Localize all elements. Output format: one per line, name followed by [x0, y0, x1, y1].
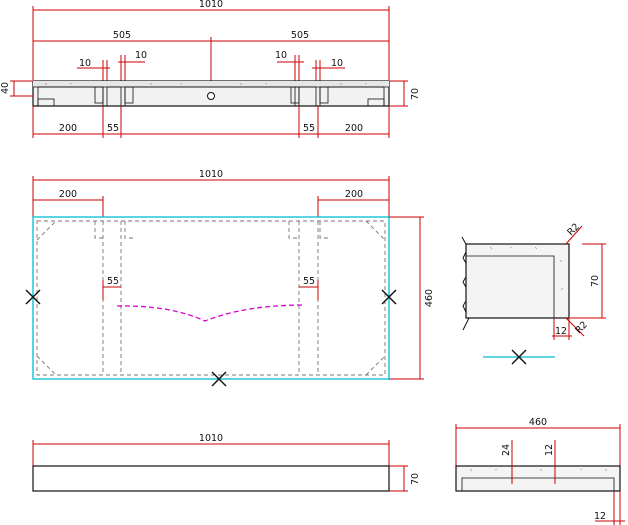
- slab-outline: [32, 216, 390, 380]
- hidden-chamfer: [365, 220, 386, 241]
- side-hatch: [469, 468, 608, 472]
- hidden-chamfer: [36, 355, 57, 376]
- hidden-notch: [319, 221, 328, 239]
- lip-right: [367, 98, 385, 107]
- dim-bottom-left-55: 55: [107, 123, 119, 134]
- dim-side-width: 460: [529, 417, 547, 428]
- dim-depth: 460: [424, 289, 435, 307]
- anchor-marker-right: [381, 289, 397, 305]
- edge-detail: R2 R2 70 12: [461, 221, 606, 365]
- rib: [124, 86, 134, 104]
- dim-slot-left-b: 10: [135, 50, 147, 61]
- dim-bottom-left-200: 200: [59, 123, 77, 134]
- dim-slot-left-a: 10: [79, 58, 91, 69]
- dim-top-overall: 1010: [199, 0, 223, 10]
- dim-side-corner: 12: [594, 511, 606, 522]
- dim-plan-right-55: 55: [303, 276, 315, 287]
- dim-thickness: 40: [0, 82, 11, 94]
- drain-hole: [207, 92, 215, 100]
- dim-bottom-right-200: 200: [345, 123, 363, 134]
- recess-left-mid: [106, 86, 122, 107]
- front-outline: [32, 465, 390, 492]
- reference-marker: [511, 349, 527, 365]
- dim-height: 70: [410, 88, 421, 100]
- front-view: 1010 70: [32, 433, 421, 492]
- dim-side-24: 24: [501, 444, 512, 456]
- anchor-marker-bottom: [211, 371, 227, 387]
- detail-inner: [466, 255, 555, 318]
- hidden-outline: [36, 220, 386, 376]
- rib: [94, 86, 104, 104]
- lip-left: [37, 98, 55, 107]
- hidden-notch: [94, 221, 103, 239]
- slope-line: [116, 304, 306, 322]
- detail-section: [465, 243, 570, 319]
- dim-plan-left-55: 55: [107, 276, 119, 287]
- detail-hatch: [489, 246, 564, 291]
- rib: [290, 86, 300, 104]
- hidden-notch: [288, 221, 297, 239]
- plan-view: 1010 200 200 55 55: [25, 169, 435, 387]
- top-view: 1010 505 505 10 10 10 10: [0, 0, 421, 138]
- rib: [319, 86, 329, 104]
- dim-side-12: 12: [544, 444, 555, 456]
- dim-plan-overall: 1010: [199, 169, 223, 180]
- dim-half-left: 505: [113, 30, 131, 41]
- side-outline: [455, 465, 621, 492]
- radius-leader-top: [565, 225, 583, 245]
- radius-bottom: R2: [573, 319, 590, 336]
- dim-plan-right-200: 200: [345, 189, 363, 200]
- concrete-hatch: [44, 82, 368, 86]
- radius-top: R2: [565, 221, 582, 238]
- dim-front-overall: 1010: [199, 433, 223, 444]
- side-view: 460 24 12 12: [455, 417, 625, 525]
- side-inner: [461, 477, 615, 491]
- dim-detail-height: 70: [590, 275, 601, 287]
- slab-top-band: [33, 81, 389, 87]
- dim-lip: 12: [555, 326, 567, 337]
- dim-bottom-right-55: 55: [303, 123, 315, 134]
- anchor-marker-left: [25, 289, 41, 305]
- hidden-chamfer: [36, 220, 57, 241]
- dim-front-height: 70: [410, 473, 421, 485]
- hidden-chamfer: [365, 355, 386, 376]
- dim-slot-right-b: 10: [331, 58, 343, 69]
- dim-half-right: 505: [291, 30, 309, 41]
- dim-plan-left-200: 200: [59, 189, 77, 200]
- hidden-notch: [124, 221, 133, 239]
- dim-slot-right-a: 10: [275, 50, 287, 61]
